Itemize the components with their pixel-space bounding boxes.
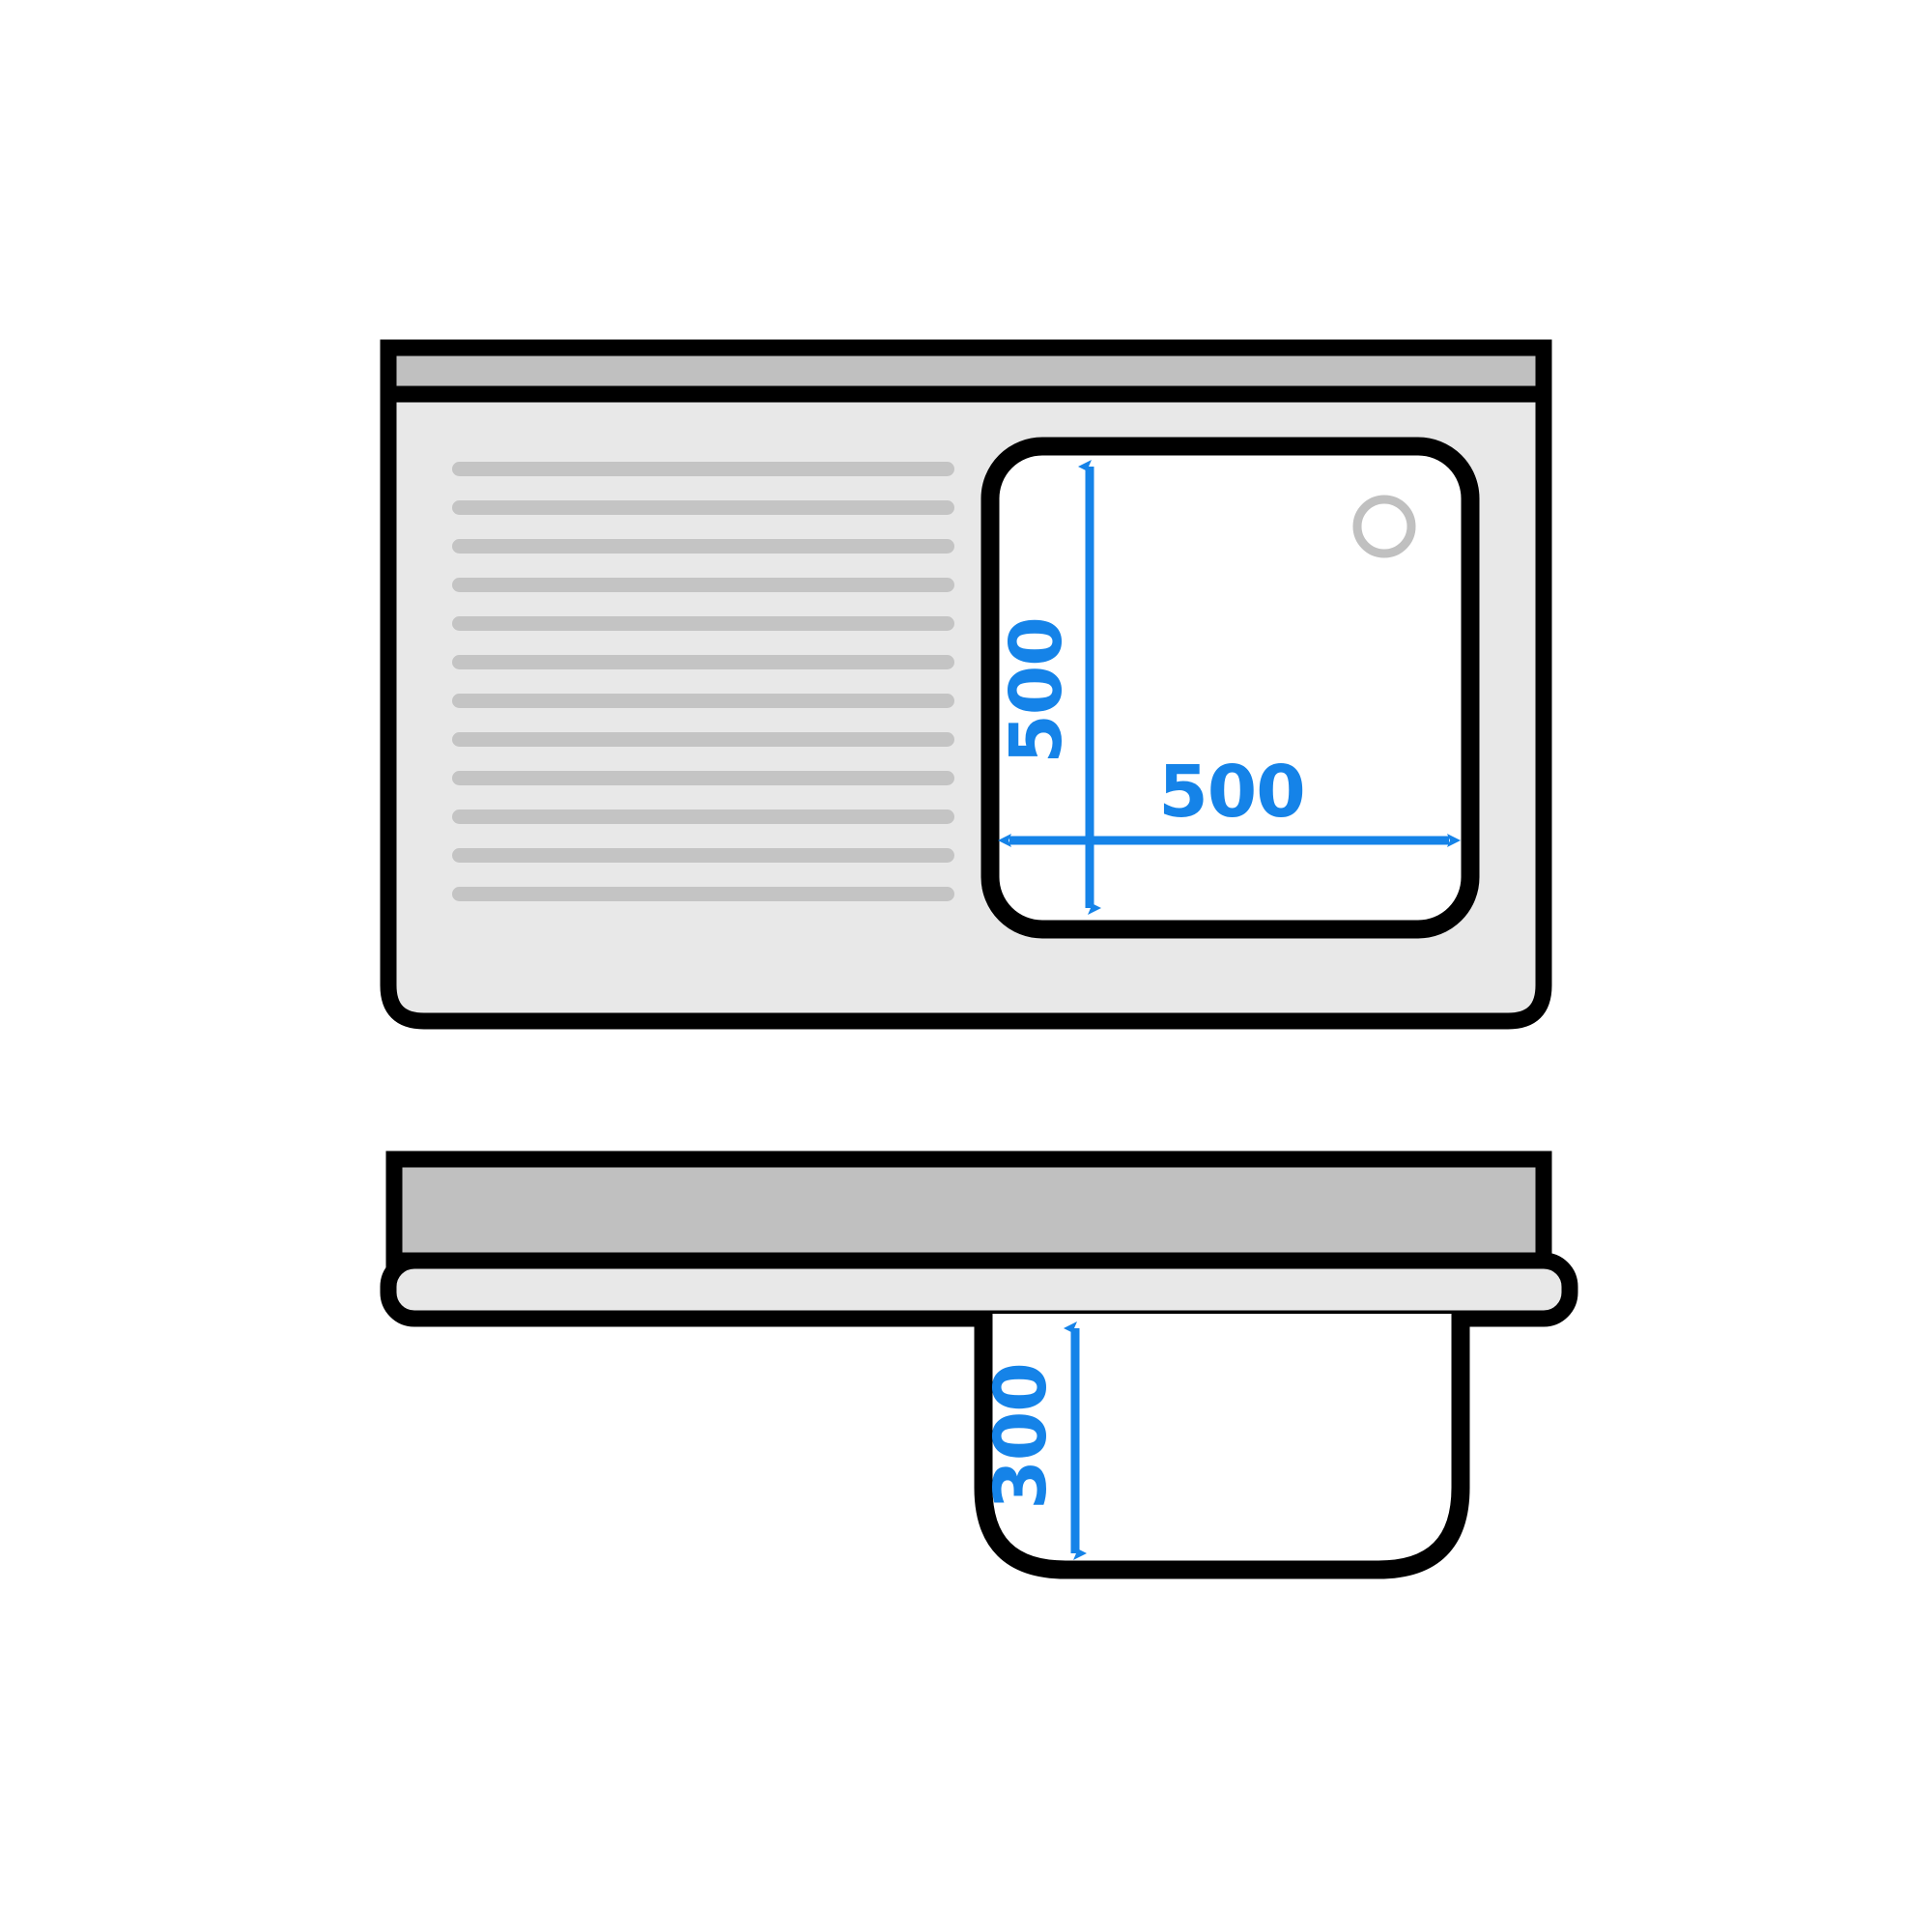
rib-4 [452,578,954,592]
rib-3 [452,539,954,554]
top-view-group: 500 500 [380,339,1552,1030]
rib-1 [452,462,954,476]
drainboard [452,462,954,901]
rib-5 [452,616,954,631]
backsplash-front [385,1151,1552,1269]
worktop-front-slab [380,1252,1578,1327]
rib-12 [452,887,954,901]
front-view-group: 300 [380,1151,1578,1579]
sink-basin [980,437,1480,939]
basin-depth-label: 300 [980,1363,1063,1509]
rib-8 [452,732,954,747]
rib-2 [452,500,954,515]
rib-6 [452,655,954,669]
rib-10 [452,810,954,824]
basin-front [974,1314,1470,1579]
backsplash-strip [380,339,1552,403]
rib-9 [452,771,954,785]
rib-11 [452,848,954,863]
basin-length-label: 500 [995,617,1078,763]
drain-hole-icon [1352,495,1416,558]
basin-width-label: 500 [1158,751,1304,834]
rib-7 [452,694,954,708]
